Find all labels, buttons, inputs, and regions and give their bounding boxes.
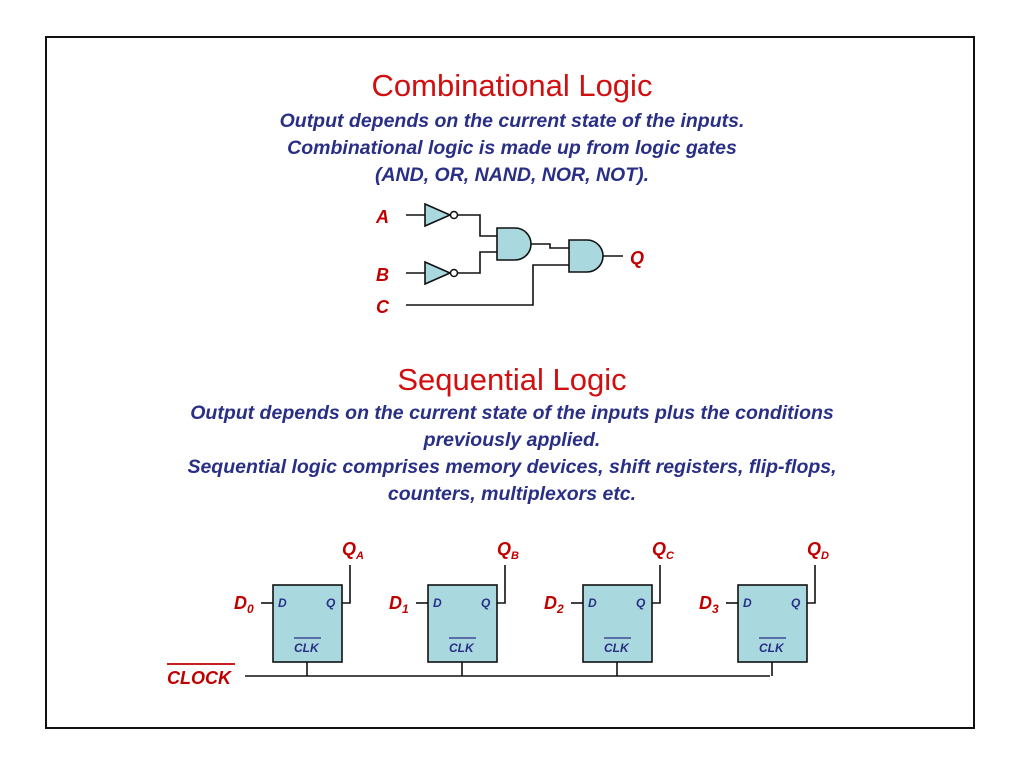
output-label-q: Q: [630, 248, 644, 268]
combinational-line-2: Combinational logic is made up from logi…: [287, 137, 737, 159]
pin-clk-label: CLK: [604, 641, 630, 655]
data-input-label: D2: [544, 593, 564, 616]
sequential-circuit: CLOCK D Q CLK D0 QA D Q CLK D1 QB D Q CLK D2 QC D Q CLK D3…: [167, 539, 829, 688]
data-output-label: QC: [652, 539, 675, 562]
flipflop-box: [737, 584, 808, 663]
slide-frame: [45, 36, 975, 729]
sequential-line-2: previously applied.: [423, 429, 601, 451]
inversion-bubble-a: [449, 210, 459, 220]
flipflop-2: D Q CLK D2 QC: [544, 539, 675, 676]
pin-q-label: Q: [791, 596, 801, 610]
combinational-circuit: A B C Q: [375, 202, 644, 317]
pin-clk-label: CLK: [759, 641, 785, 655]
flipflop-3: D Q CLK D3 QD: [699, 539, 829, 676]
sequential-line-1: Output depends on the current state of t…: [190, 402, 834, 424]
input-label-b: B: [376, 265, 389, 285]
pin-d-label: D: [588, 596, 597, 610]
inversion-bubble-b: [449, 268, 459, 278]
not-gate-b: [424, 260, 452, 286]
flipflop-box: [427, 584, 498, 663]
data-output-label: QA: [342, 539, 364, 562]
pin-q-label: Q: [481, 596, 491, 610]
sequential-description: Output depends on the current state of t…: [0, 400, 1024, 508]
pin-clk-label: CLK: [449, 641, 475, 655]
pin-d-label: D: [278, 596, 287, 610]
sequential-line-3: Sequential logic comprises memory device…: [187, 456, 837, 478]
pin-d-label: D: [433, 596, 442, 610]
data-output-label: QB: [497, 539, 519, 562]
pin-q-label: Q: [636, 596, 646, 610]
pin-clk-label: CLK: [294, 641, 320, 655]
combinational-line-3: (AND, OR, NAND, NOR, NOT).: [374, 164, 650, 186]
sequential-title: Sequential Logic: [397, 362, 627, 397]
data-input-label: D3: [699, 593, 719, 616]
flipflop-box: [272, 584, 343, 663]
and-gate-1: [496, 227, 532, 261]
combinational-line-1: Output depends on the current state of t…: [279, 110, 745, 132]
data-input-label: D0: [234, 593, 254, 616]
pin-d-label: D: [743, 596, 752, 610]
combinational-description: Output depends on the current state of t…: [0, 108, 1024, 189]
clock-label: CLOCK: [167, 668, 233, 688]
input-label-c: C: [376, 297, 390, 317]
sequential-line-4: counters, multiplexors etc.: [387, 483, 637, 505]
input-label-a: A: [375, 207, 389, 227]
flipflop-box: [582, 584, 653, 663]
and-gate-2: [568, 239, 604, 273]
combinational-title: Combinational Logic: [371, 68, 653, 103]
flipflop-0: D Q CLK D0 QA: [234, 539, 364, 676]
data-output-label: QD: [807, 539, 829, 562]
pin-q-label: Q: [326, 596, 336, 610]
not-gate-a: [424, 202, 452, 228]
flipflop-1: D Q CLK D1 QB: [389, 539, 519, 676]
data-input-label: D1: [389, 593, 409, 616]
